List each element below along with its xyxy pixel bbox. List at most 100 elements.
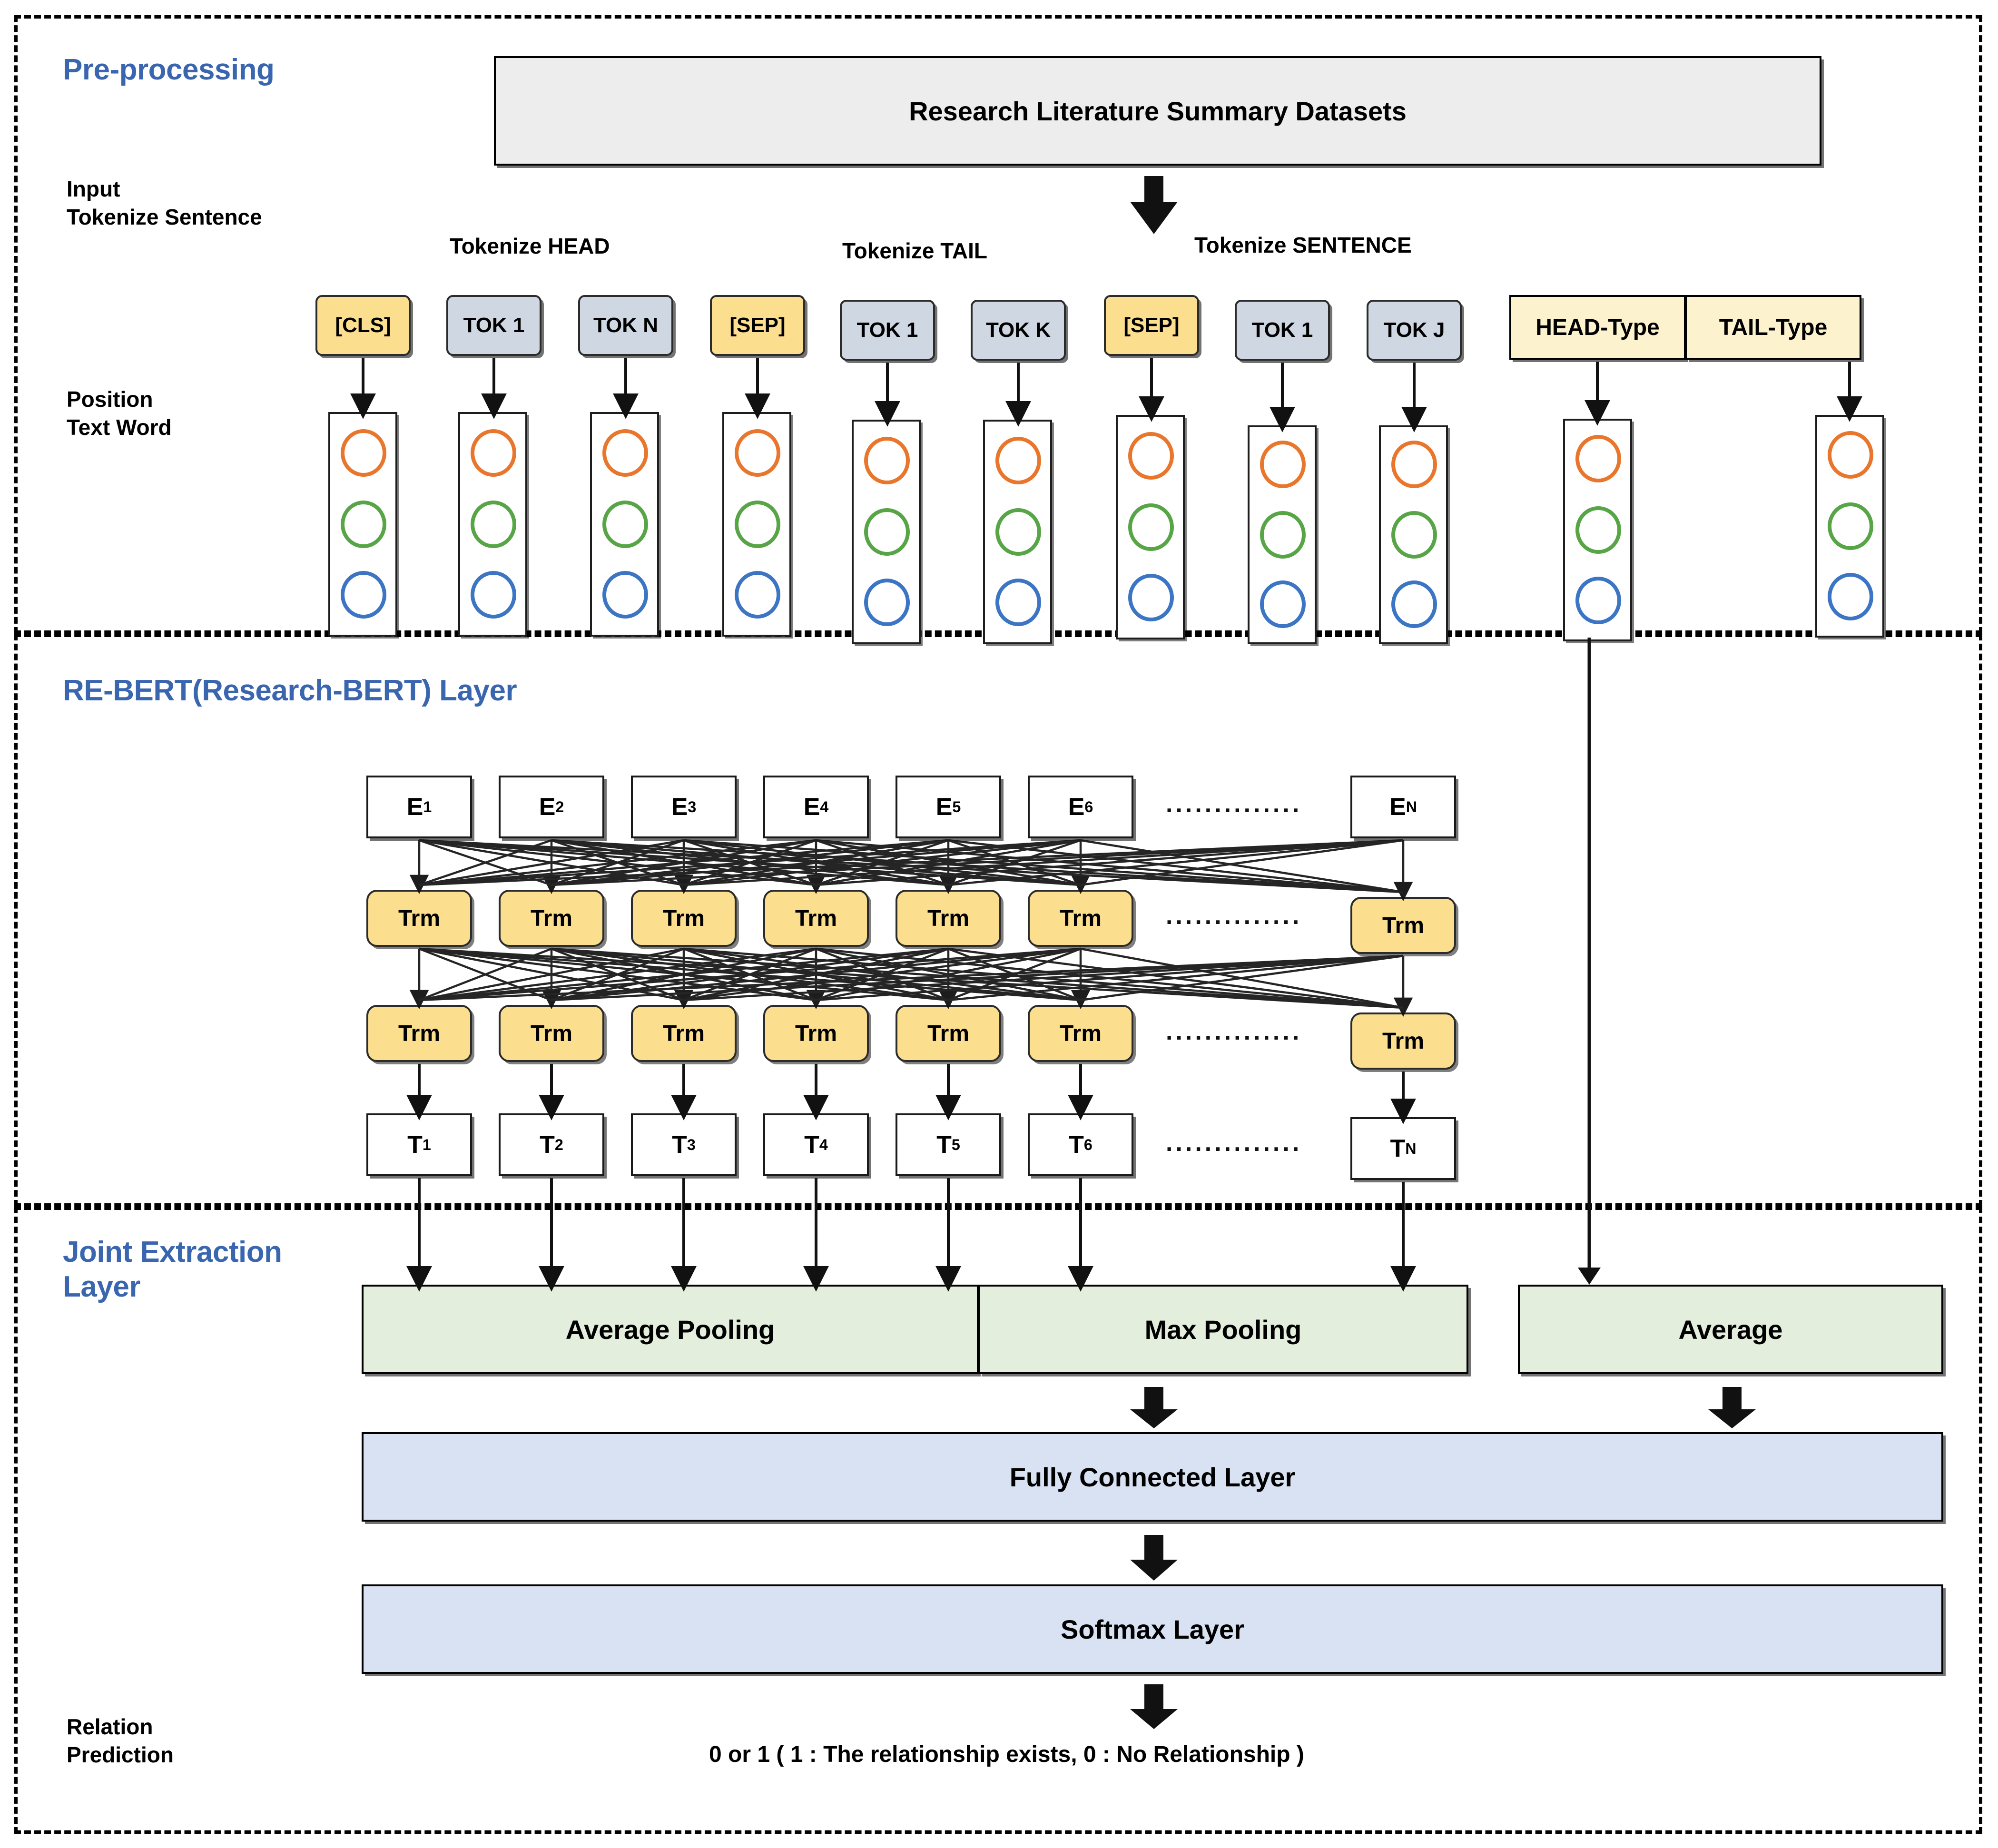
output-box-sub: 1 xyxy=(422,1136,431,1153)
token-box-sep-2[interactable]: [SEP] xyxy=(1104,295,1199,356)
caption-tokenize-tail: Tokenize TAIL xyxy=(842,238,987,263)
embedding-column xyxy=(983,420,1052,644)
type-box-tail[interactable]: TAIL-Type xyxy=(1685,295,1861,360)
output-box-label: T xyxy=(936,1131,952,1159)
side-label-input: Input Tokenize Sentence xyxy=(67,177,262,229)
embedding-circle-text xyxy=(735,501,780,548)
embedding-circle-word xyxy=(1575,577,1621,624)
embedding-circle-word xyxy=(471,571,516,619)
embedding-circle-text xyxy=(1260,511,1306,559)
output-box-sub: 6 xyxy=(1083,1136,1093,1153)
output-box-label: T xyxy=(1069,1131,1084,1159)
embedding-column xyxy=(722,412,791,637)
embedding-circle-word xyxy=(1391,580,1437,628)
embedding-box-sub: 5 xyxy=(952,798,961,816)
embedding-circle-text xyxy=(995,508,1041,556)
embedding-box-label: E xyxy=(1389,793,1406,821)
ellipsis-transformer-row-1: .............. xyxy=(1166,902,1302,930)
max-pooling-box: Max Pooling xyxy=(978,1285,1468,1374)
embedding-column xyxy=(1248,425,1317,644)
type-box-head[interactable]: HEAD-Type xyxy=(1509,295,1685,360)
token-box-cls[interactable]: [CLS] xyxy=(315,295,411,356)
embedding-circle-position xyxy=(1128,432,1174,480)
embedding-box-sub: N xyxy=(1406,798,1417,816)
output-box-label: T xyxy=(540,1131,555,1159)
fully-connected-layer-box: Fully Connected Layer xyxy=(362,1432,1943,1522)
ellipsis-embeddings: .............. xyxy=(1166,790,1302,818)
section-title-pre-processing: Pre-processing xyxy=(63,53,275,86)
embedding-box-sub: 4 xyxy=(820,798,829,816)
embedding-circle-text xyxy=(471,501,516,548)
transformer-box: Trm xyxy=(631,1005,737,1062)
embedding-circle-word xyxy=(602,571,648,619)
section-frame-joint-extraction xyxy=(14,1207,1982,1834)
embedding-circle-word xyxy=(1128,574,1174,621)
embedding-circle-word xyxy=(735,571,780,619)
embedding-circle-position xyxy=(1575,435,1621,482)
average-pooling-box: Average Pooling xyxy=(362,1285,978,1374)
token-box-head-tok1[interactable]: TOK 1 xyxy=(446,295,541,356)
embedding-column xyxy=(1116,415,1185,639)
embedding-circle-position xyxy=(1260,441,1306,488)
embedding-circle-word xyxy=(995,579,1041,626)
output-box-sub: 2 xyxy=(554,1136,563,1153)
embedding-circle-text xyxy=(1828,502,1873,550)
token-box-sep-1[interactable]: [SEP] xyxy=(710,295,805,356)
output-box-label: T xyxy=(804,1131,819,1159)
embedding-column xyxy=(852,420,921,644)
transformer-box: Trm xyxy=(1028,1005,1133,1062)
embedding-column xyxy=(328,412,397,637)
token-box-sent-tok1[interactable]: TOK 1 xyxy=(1235,300,1330,361)
transformer-box: Trm xyxy=(1350,897,1456,954)
embedding-box-label: E xyxy=(406,793,423,821)
embedding-circle-position xyxy=(1391,441,1437,488)
embedding-column xyxy=(1563,419,1632,641)
section-title-re-bert: RE-BERT(Research-BERT) Layer xyxy=(63,674,517,707)
softmax-layer-box: Softmax Layer xyxy=(362,1584,1943,1674)
transformer-box: Trm xyxy=(499,1005,604,1062)
transformer-box: Trm xyxy=(896,890,1001,947)
side-label-relation-prediction: Relation Prediction xyxy=(67,1714,174,1767)
embedding-circle-word xyxy=(1260,580,1306,628)
embedding-box-sub: 3 xyxy=(688,798,697,816)
embedding-circle-position xyxy=(602,429,648,477)
embedding-box-label: E xyxy=(539,793,556,821)
output-box-sub: 4 xyxy=(819,1136,828,1153)
token-box-tail-tokk[interactable]: TOK K xyxy=(971,300,1066,361)
embedding-box-sub: 1 xyxy=(423,798,432,816)
output-box-label: T xyxy=(1390,1135,1406,1162)
transformer-box: Trm xyxy=(1028,890,1133,947)
embedding-box-label: E xyxy=(803,793,820,821)
embedding-circle-word xyxy=(864,579,910,626)
embedding-circle-text xyxy=(1575,506,1621,554)
embedding-column xyxy=(1379,425,1448,644)
embedding-column xyxy=(1815,415,1884,638)
embedding-column xyxy=(590,412,659,637)
output-box-sub: 3 xyxy=(687,1136,696,1153)
output-box-label: T xyxy=(672,1131,687,1159)
token-box-sent-tokj[interactable]: TOK J xyxy=(1367,300,1462,361)
output-box-sub: N xyxy=(1405,1140,1417,1157)
caption-tokenize-head: Tokenize HEAD xyxy=(450,234,610,258)
token-box-tail-tok1[interactable]: TOK 1 xyxy=(840,300,935,361)
token-box-head-tokn[interactable]: TOK N xyxy=(578,295,673,356)
ellipsis-outputs: .............. xyxy=(1166,1129,1302,1157)
caption-tokenize-sentence: Tokenize SENTENCE xyxy=(1194,233,1412,257)
transformer-box: Trm xyxy=(499,890,604,947)
transformer-box: Trm xyxy=(366,890,472,947)
embedding-box-sub: 6 xyxy=(1084,798,1093,816)
embedding-box-label: E xyxy=(671,793,688,821)
embedding-circle-text xyxy=(1128,503,1174,551)
embedding-column xyxy=(458,412,527,637)
embedding-circle-text xyxy=(341,501,386,548)
